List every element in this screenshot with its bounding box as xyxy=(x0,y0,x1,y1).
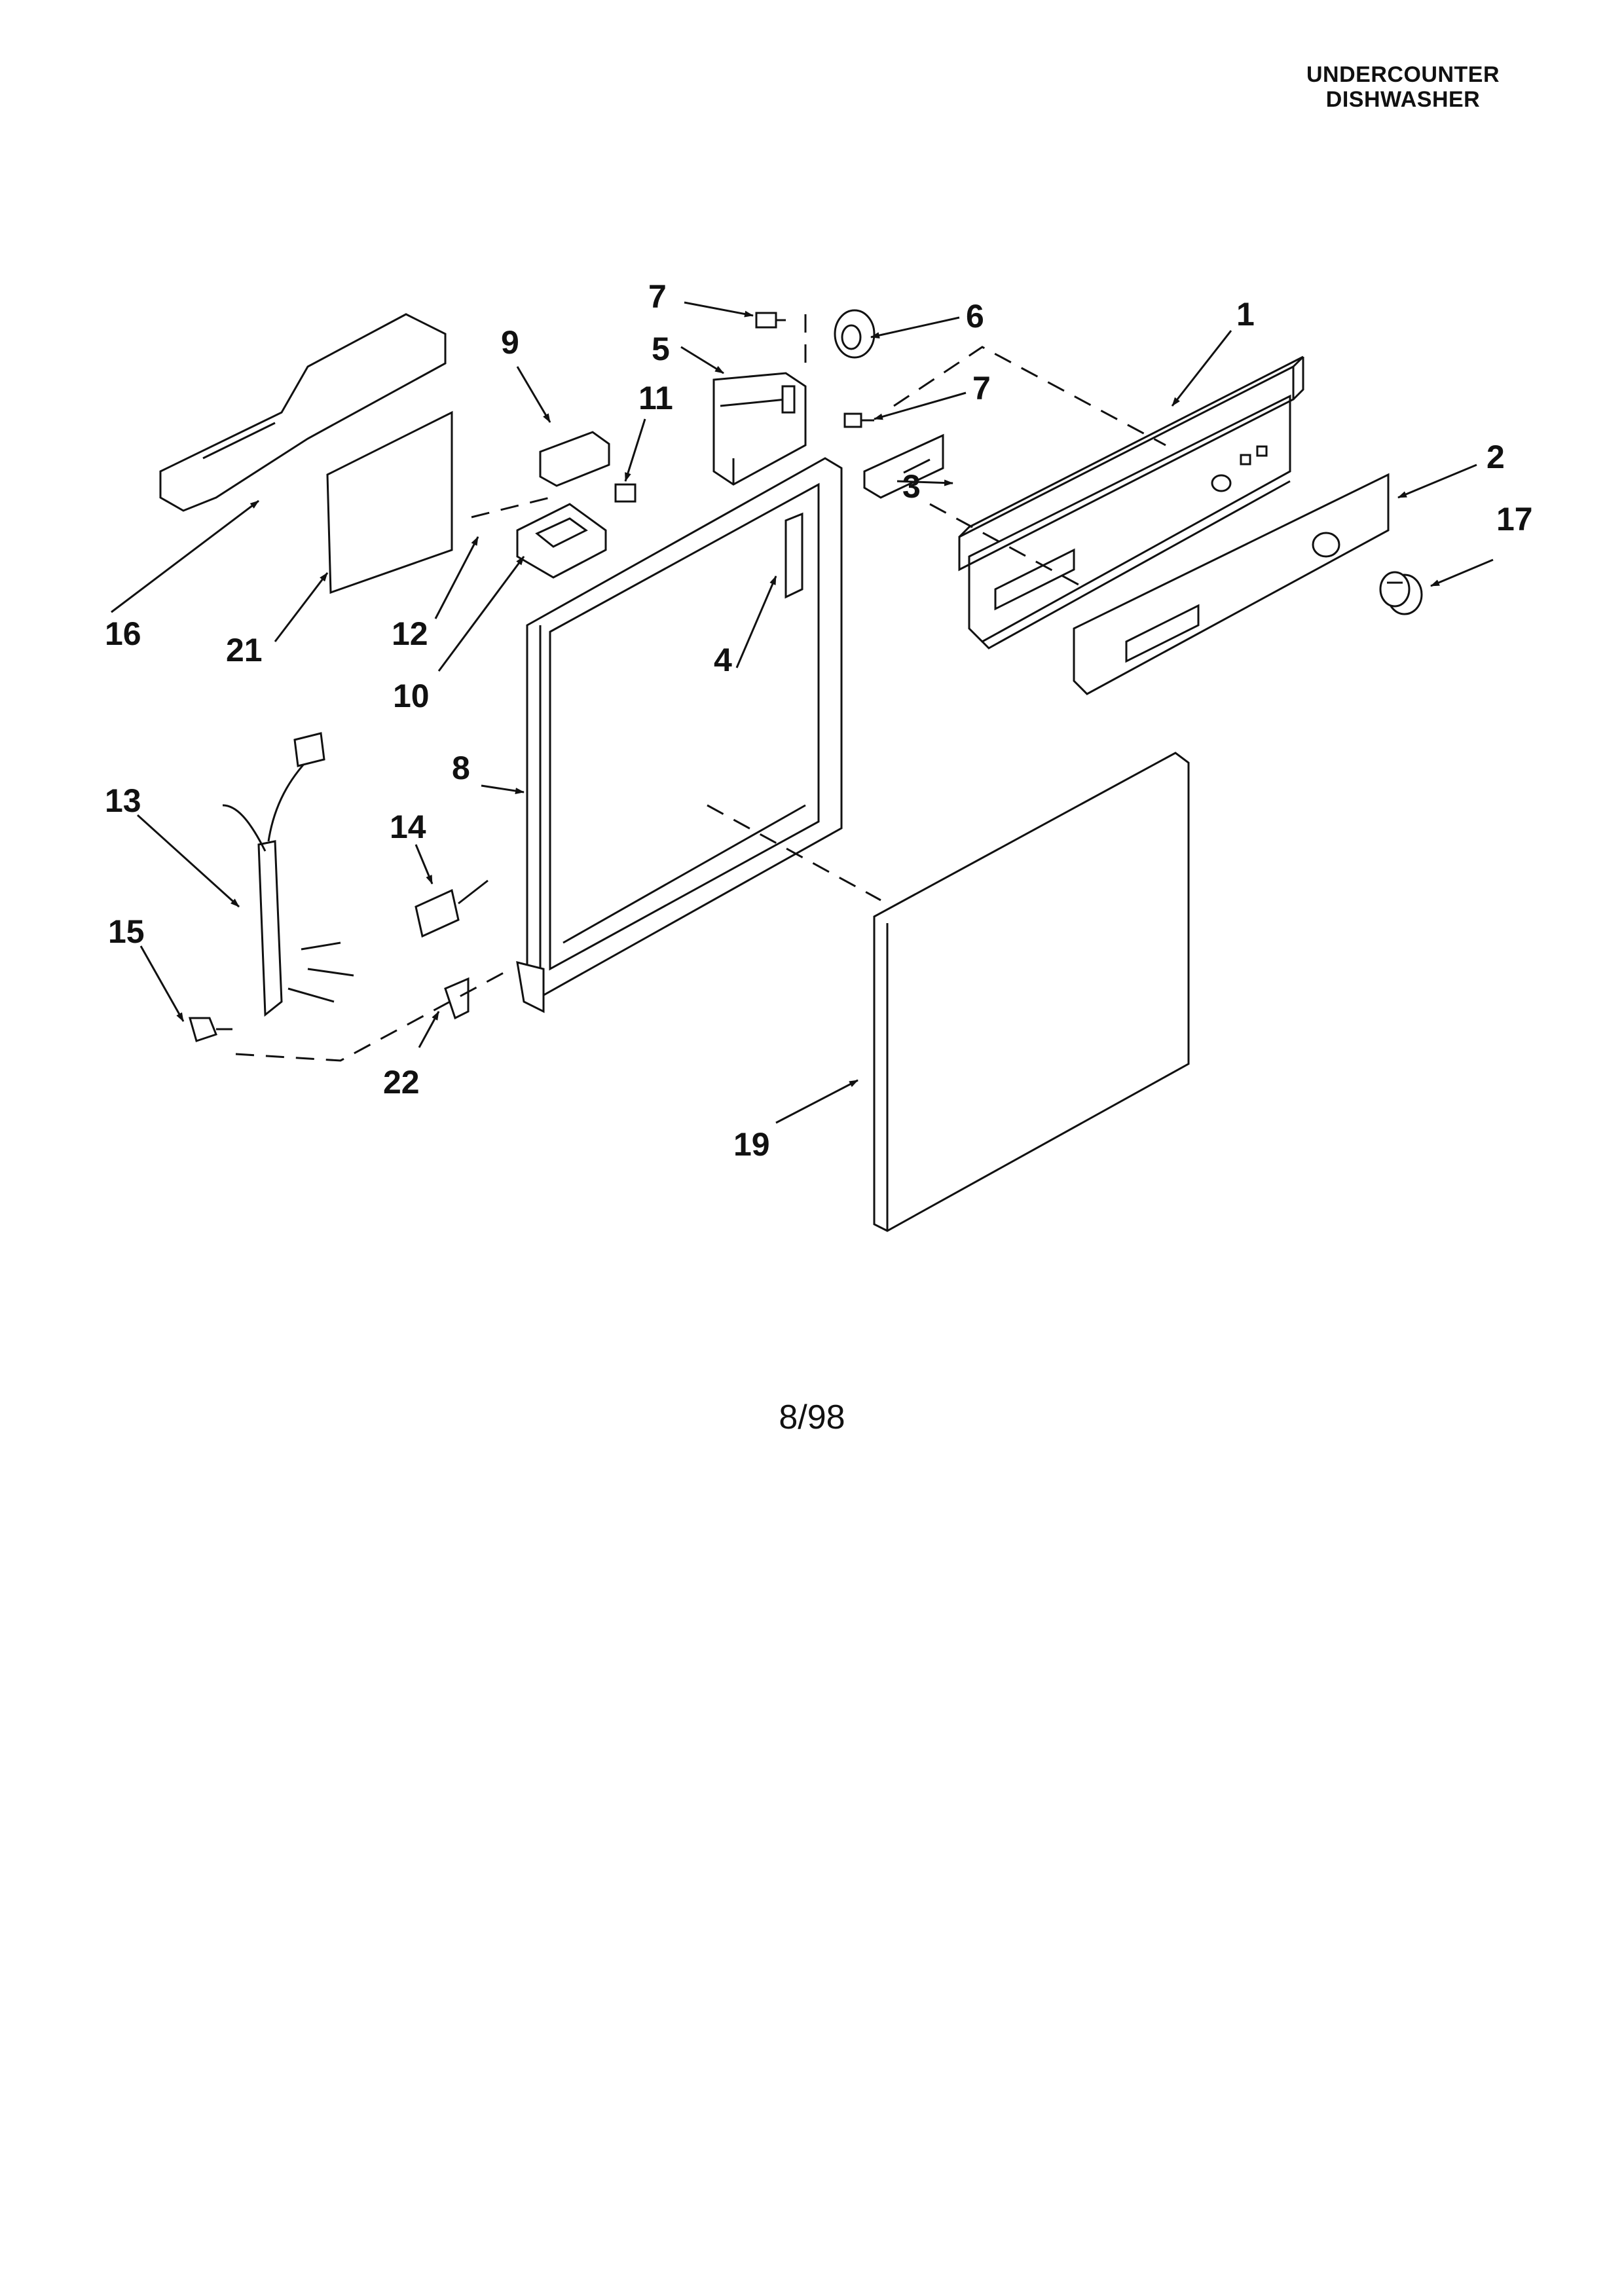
callout-4: 4 xyxy=(714,642,732,678)
header-title: UNDERCOUNTER DISHWASHER xyxy=(1306,62,1500,112)
callout-21: 21 xyxy=(226,632,263,668)
door-frame-part xyxy=(516,457,843,1013)
clip-part xyxy=(444,977,470,1020)
callout-6: 6 xyxy=(966,298,984,335)
bracket-part xyxy=(863,433,944,499)
ground-screw-part xyxy=(189,1017,232,1042)
vent-part xyxy=(159,313,447,512)
screw-7a xyxy=(755,312,786,329)
callout-15: 15 xyxy=(108,913,145,950)
door-switch-part xyxy=(539,431,610,487)
connector-part xyxy=(415,879,489,938)
latch-part xyxy=(834,309,876,359)
callout-9: 9 xyxy=(501,324,519,361)
callout-10: 10 xyxy=(393,678,430,714)
callout-labels: 1 2 3 4 5 6 7 7 8 9 10 11 12 13 14 15 16… xyxy=(105,278,1533,1163)
revision-date: 8/98 xyxy=(779,1398,845,1436)
callout-17: 17 xyxy=(1496,501,1533,538)
switch-bracket-part xyxy=(516,503,607,579)
callout-11: 11 xyxy=(638,380,673,416)
callout-7a: 7 xyxy=(648,278,667,315)
knob-part xyxy=(1379,571,1423,615)
callout-3: 3 xyxy=(902,468,921,505)
screw-7b xyxy=(843,412,874,428)
header-line-2: DISHWASHER xyxy=(1325,87,1481,112)
callout-1: 1 xyxy=(1236,296,1255,333)
callout-16: 16 xyxy=(105,615,141,652)
header-line-1: UNDERCOUNTER xyxy=(1306,62,1500,87)
callout-arrows xyxy=(111,301,1494,1124)
outer-door-panel-part xyxy=(873,752,1190,1232)
control-panel-part xyxy=(958,355,1304,649)
callout-2: 2 xyxy=(1486,439,1505,475)
callout-19: 19 xyxy=(733,1126,770,1163)
callout-22: 22 xyxy=(383,1064,420,1101)
insulation-part xyxy=(326,410,453,594)
callout-12: 12 xyxy=(392,615,428,652)
switch-assembly-part xyxy=(712,372,807,486)
wire-harness-part xyxy=(222,732,354,1017)
panel-overlay-part xyxy=(1073,473,1390,695)
callout-14: 14 xyxy=(390,809,426,845)
callout-7b: 7 xyxy=(972,370,991,407)
callout-8: 8 xyxy=(452,750,470,786)
assembly-lines xyxy=(235,314,1166,1062)
plug-part xyxy=(614,483,637,503)
callout-13: 13 xyxy=(105,782,141,819)
callout-5: 5 xyxy=(652,331,670,367)
